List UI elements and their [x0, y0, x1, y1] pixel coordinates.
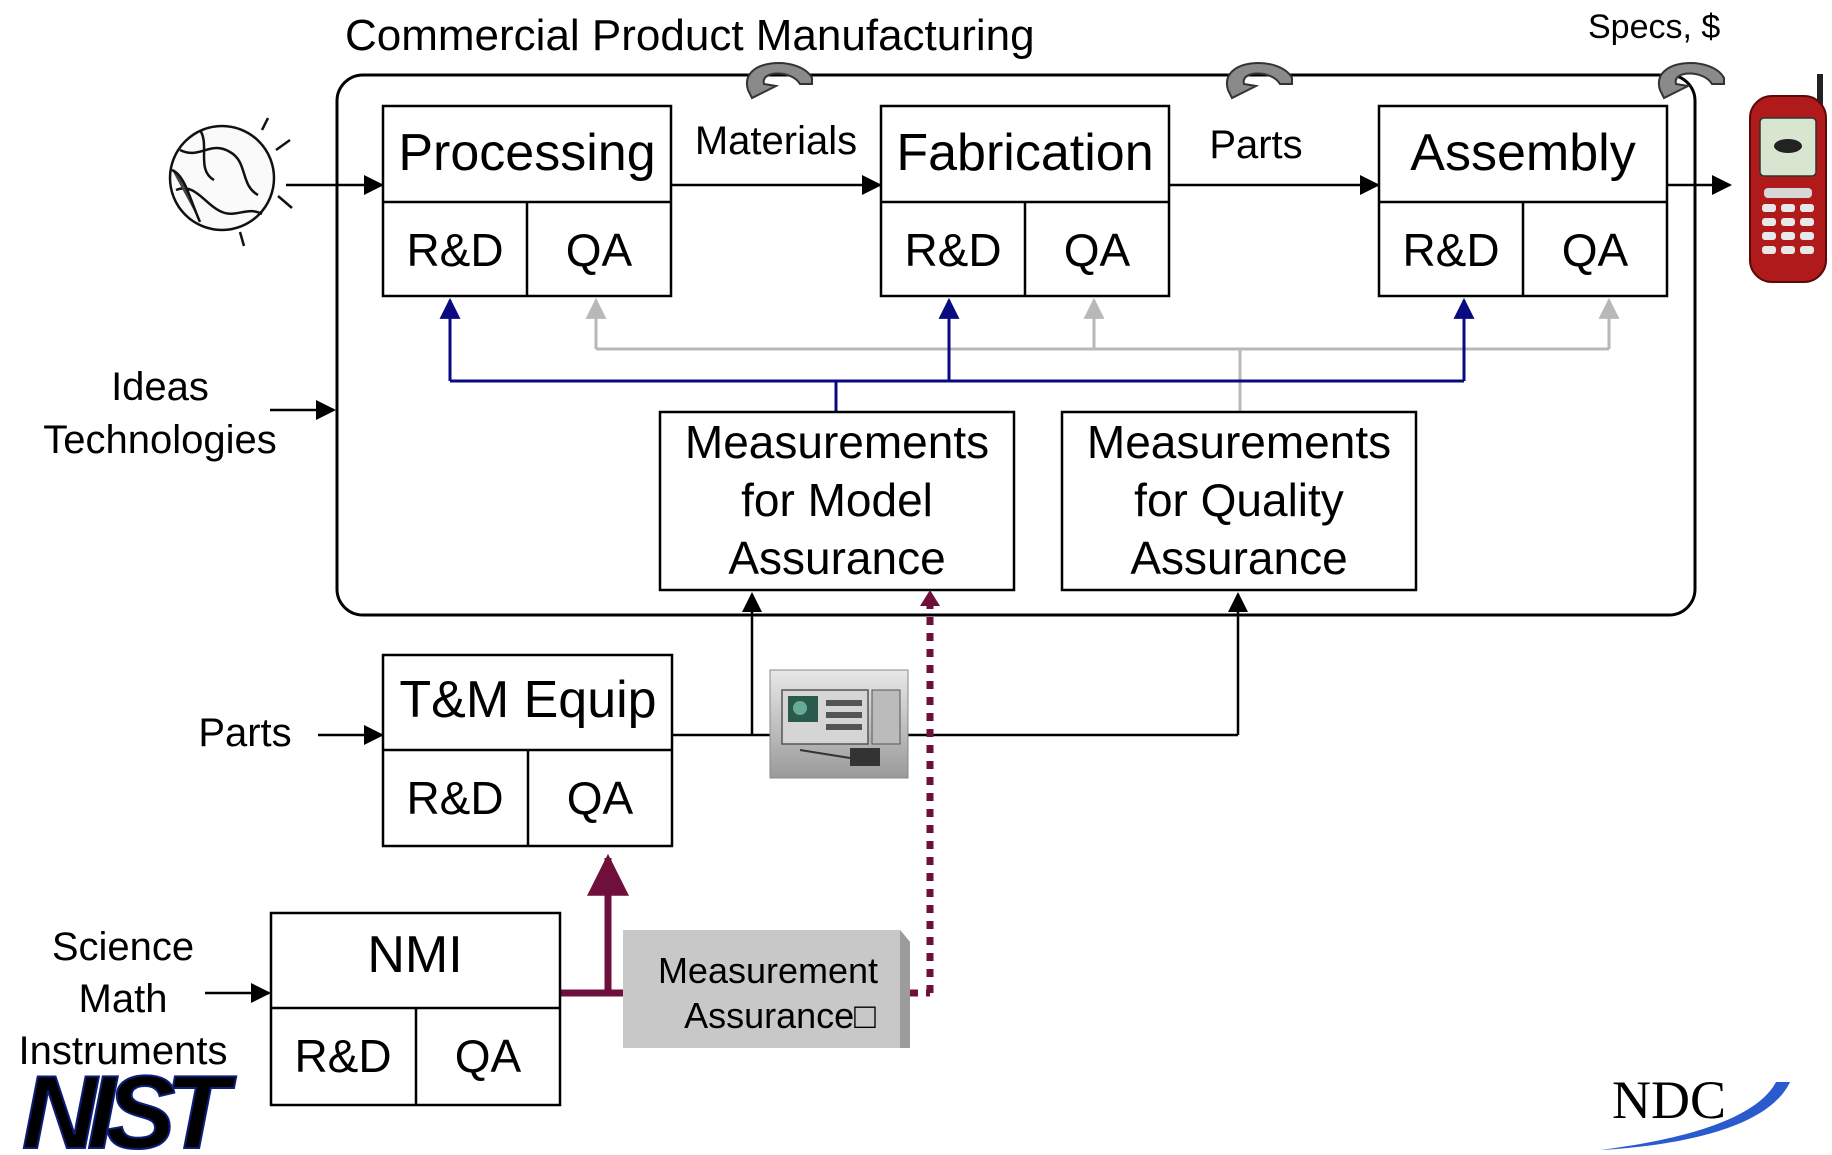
- fabrication-rd: R&D: [904, 224, 1001, 276]
- ideas-label: Ideas: [111, 365, 209, 409]
- tm-equip-title: T&M Equip: [399, 671, 656, 729]
- fabrication-title: Fabrication: [896, 124, 1153, 182]
- tm-equip-qa: QA: [567, 772, 634, 824]
- nmi-title: NMI: [367, 926, 462, 984]
- model-assurance-line1: Measurements: [685, 416, 989, 468]
- assembly-title: Assembly: [1410, 124, 1635, 182]
- model-assurance-line3: Assurance: [728, 532, 945, 584]
- nmi-rd: R&D: [294, 1030, 391, 1082]
- quality-assurance-line1: Measurements: [1087, 416, 1391, 468]
- fabrication-block: Fabrication R&D QA: [879, 104, 1171, 298]
- math-label: Math: [79, 977, 168, 1021]
- fabrication-qa: QA: [1064, 224, 1131, 276]
- measurement-assurance-dotted-link: [910, 604, 934, 997]
- processing-rd: R&D: [406, 224, 503, 276]
- materials-label: Materials: [695, 119, 857, 163]
- mobile-phone-icon: [1749, 74, 1827, 283]
- nmi-to-tm-link: [560, 853, 629, 997]
- svg-text:NIST: NIST: [22, 1055, 236, 1155]
- ndc-swoosh-icon: [1600, 1082, 1790, 1150]
- technologies-label: Technologies: [43, 418, 277, 462]
- instruments-label: Instruments: [19, 1029, 228, 1073]
- test-equipment-icon: [769, 669, 909, 779]
- assembly-qa: QA: [1562, 224, 1629, 276]
- tm-equip-block: T&M Equip R&D QA: [381, 653, 674, 848]
- science-label: Science: [52, 925, 194, 969]
- assembly-rd: R&D: [1402, 224, 1499, 276]
- measurement-assurance-box: Measurement Assurance□: [623, 930, 910, 1048]
- processing-block: Processing R&D QA: [381, 104, 673, 298]
- model-assurance-links: [439, 297, 1475, 411]
- model-assurance-block: Measurements for Model Assurance: [658, 410, 1016, 592]
- measurement-assurance-arrowhead: [920, 590, 940, 606]
- parts-input-label: Parts: [198, 711, 291, 755]
- nist-logo: NIST: [21, 1054, 247, 1155]
- tm-equip-output-links: [672, 592, 1248, 737]
- quality-assurance-line3: Assurance: [1130, 532, 1347, 584]
- assembly-block: Assembly R&D QA: [1377, 104, 1669, 298]
- measurement-assurance-line2: Assurance□: [684, 995, 876, 1036]
- diagram-title: Commercial Product Manufacturing: [345, 11, 1035, 60]
- quality-assurance-block: Measurements for Quality Assurance: [1060, 410, 1418, 592]
- manufacturing-container: [335, 73, 1697, 617]
- quality-assurance-line2: for Quality: [1134, 474, 1344, 526]
- nmi-qa: QA: [455, 1030, 522, 1082]
- quality-assurance-links: [585, 297, 1620, 411]
- ndc-logo: NDC: [1600, 1070, 1790, 1150]
- feedback-curve-icon: [745, 62, 813, 100]
- feedback-curve-icon: [1657, 62, 1725, 100]
- nmi-block: NMI R&D QA: [269, 911, 562, 1107]
- processing-title: Processing: [398, 124, 655, 182]
- svg-text:NDC: NDC: [1612, 1070, 1726, 1130]
- specs-label: Specs, $: [1588, 8, 1720, 46]
- model-assurance-line2: for Model: [741, 474, 933, 526]
- parts-top-label: Parts: [1209, 123, 1302, 167]
- processing-qa: QA: [566, 224, 633, 276]
- tm-equip-rd: R&D: [406, 772, 503, 824]
- measurement-assurance-line1: Measurement: [658, 950, 878, 991]
- globe-icon: [168, 117, 293, 247]
- feedback-curve-icon: [1225, 62, 1293, 100]
